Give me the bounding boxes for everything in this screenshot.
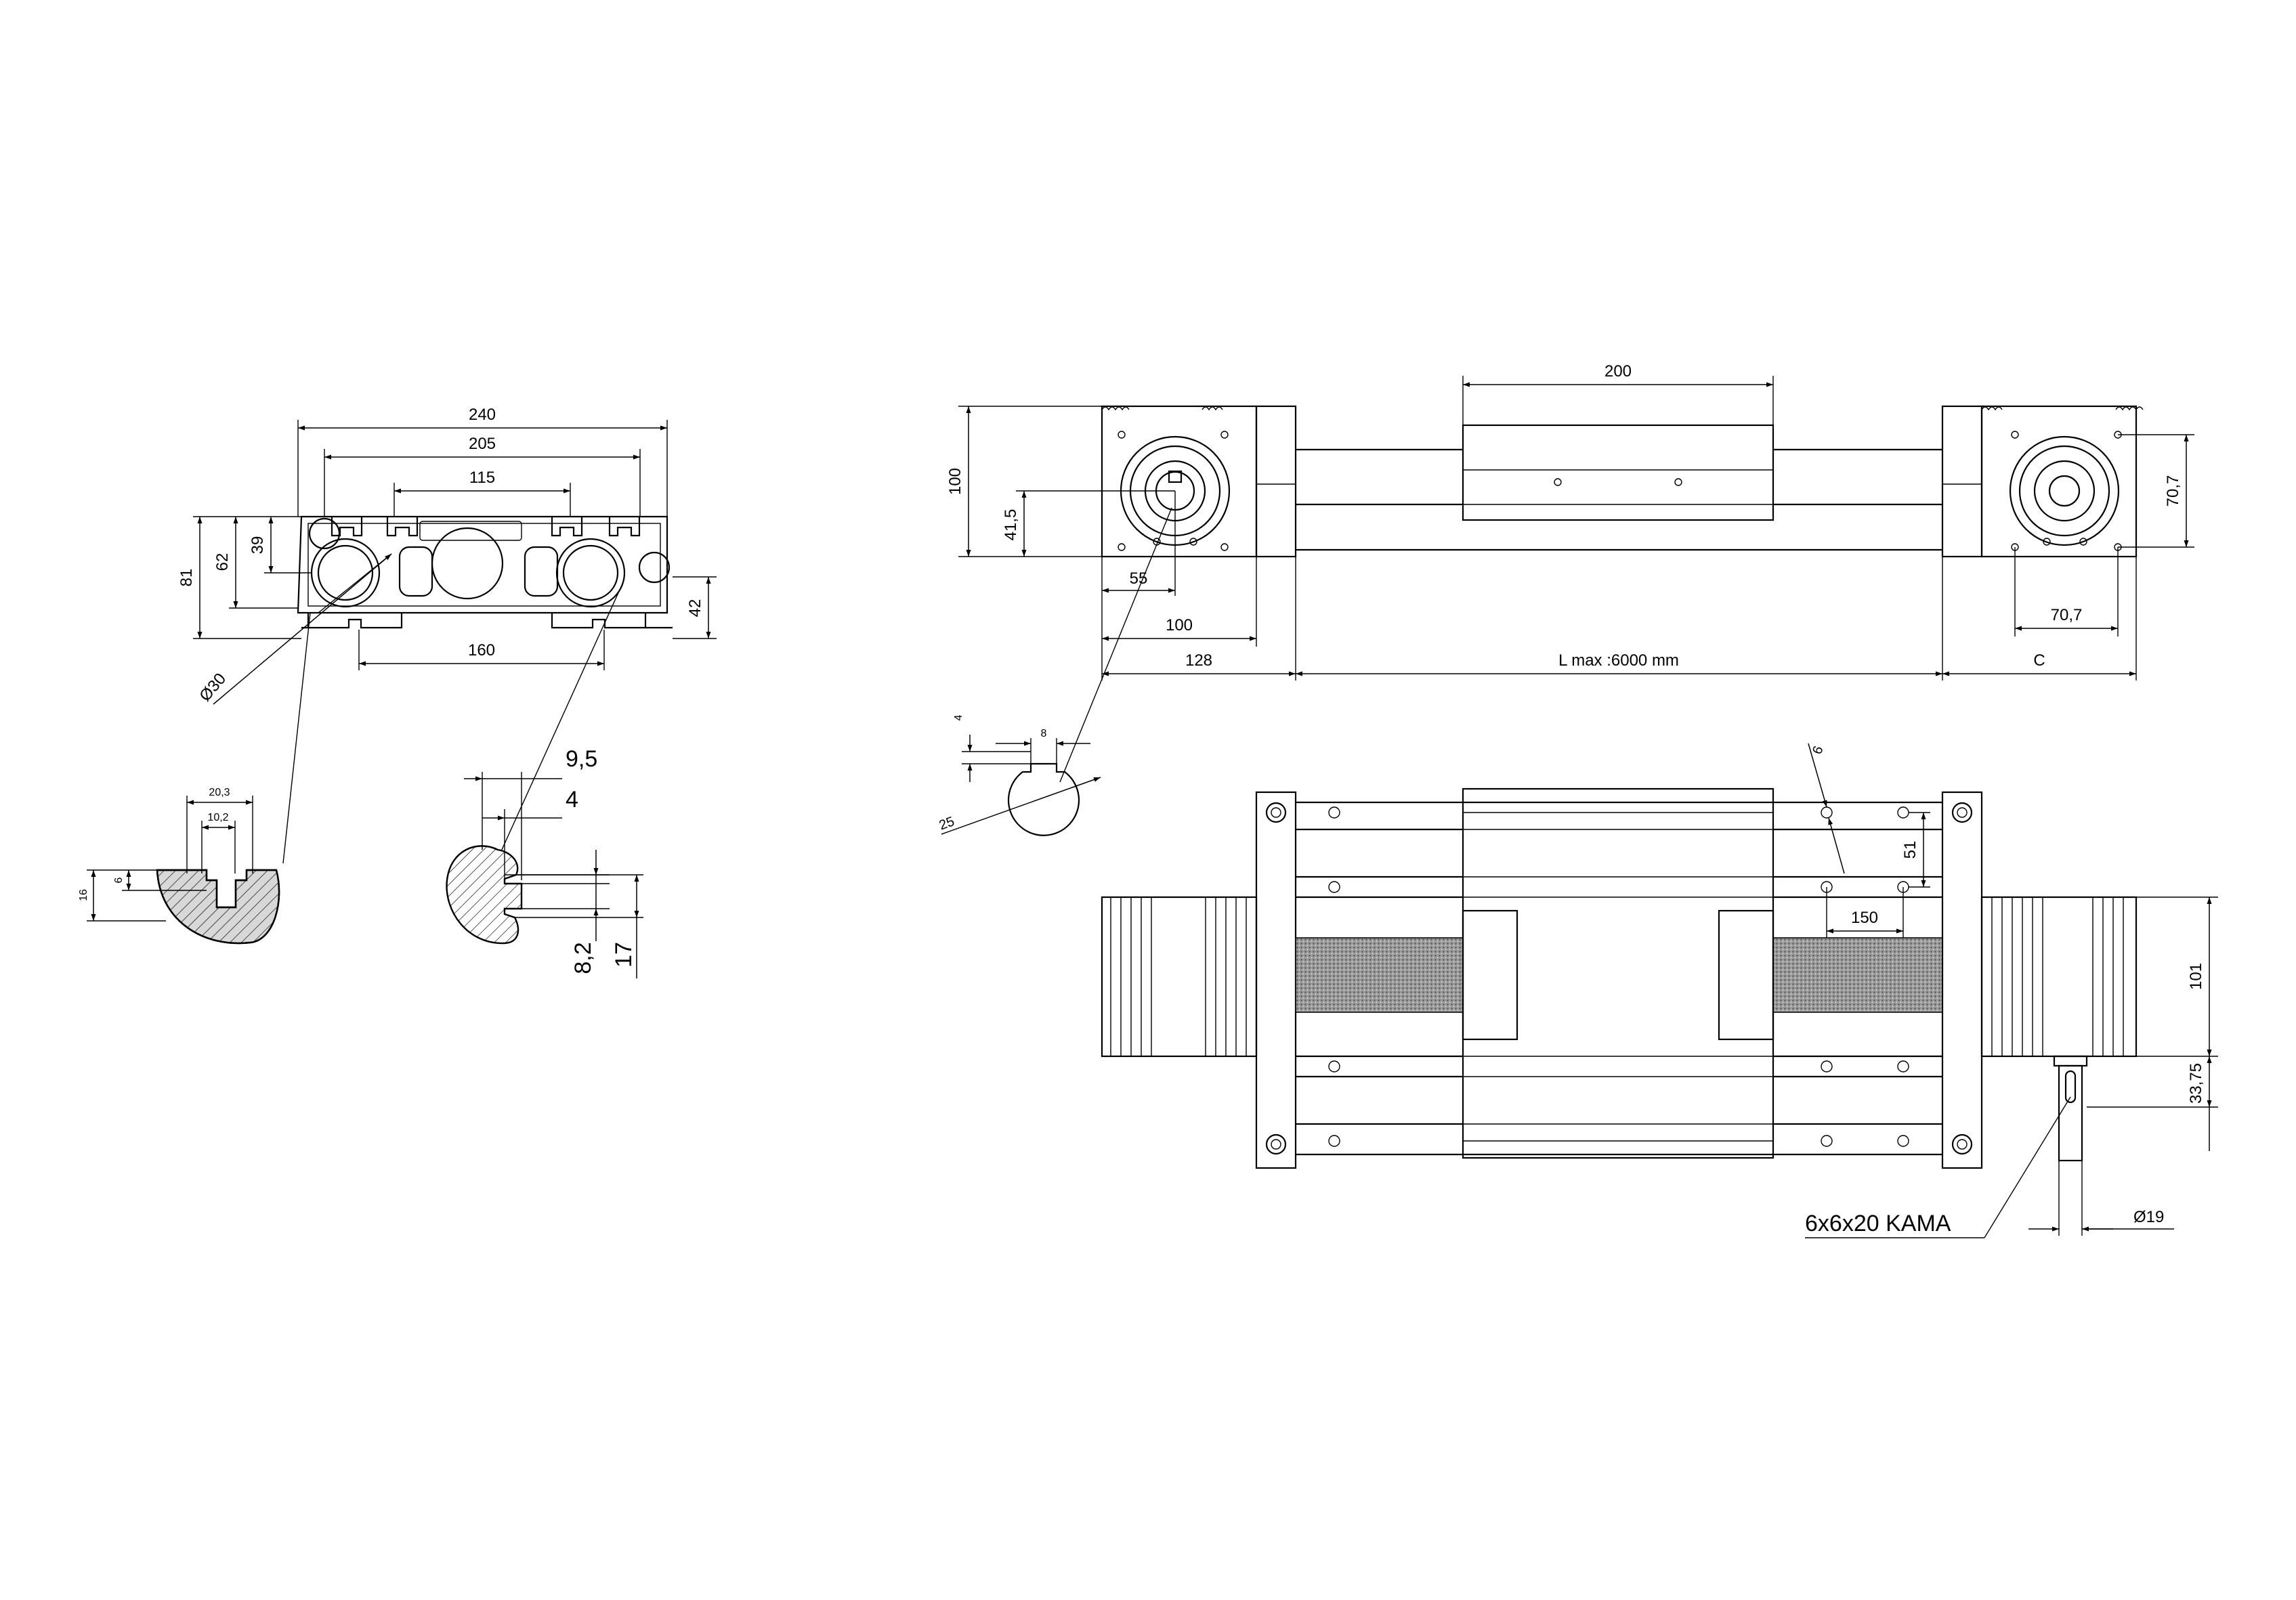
dim-4: 4	[566, 787, 578, 813]
dim-length: L max :6000 mm	[1558, 651, 1679, 670]
profile-dimensions: 240 205 115 81 62 39 42 160 Ø30	[177, 406, 717, 864]
top-view-dimensions: 6 51 150 101 33,75 Ø19 6x6x20 KAMA	[1805, 743, 2218, 1238]
key-label: 6x6x20 KAMA	[1805, 1211, 1951, 1236]
rail-detail: 9,5 4 8,2 17	[446, 746, 643, 978]
top-view	[1101, 787, 2138, 1169]
dim-200: 200	[1604, 362, 1632, 381]
dim-side-width-100: 100	[1166, 616, 1193, 634]
dim-42: 42	[686, 599, 704, 618]
dim-16: 16	[78, 889, 89, 901]
side-view	[1101, 405, 2144, 558]
dim-key-8: 8	[1041, 728, 1047, 739]
side-view-dimensions: 200 100 41,5 55 100 128 L max :6000 mm C…	[946, 362, 2194, 783]
dim-10-2: 10,2	[207, 812, 228, 823]
dim-81: 81	[177, 569, 196, 587]
dim-41-5: 41,5	[1002, 509, 1020, 541]
dim-hole-6: 6	[1810, 744, 1826, 756]
dim-70-7-h: 70,7	[2051, 606, 2083, 624]
dim-101: 101	[2187, 963, 2205, 990]
tslot-detail: 20,3 10,2 16 6	[78, 787, 280, 945]
dim-62: 62	[213, 553, 232, 571]
dim-20-3: 20,3	[209, 787, 230, 798]
dim-160: 160	[468, 641, 495, 660]
dim-205: 205	[469, 435, 496, 453]
dim-150: 150	[1851, 909, 1878, 927]
dim-33-75: 33,75	[2187, 1063, 2205, 1104]
dim-128: 128	[1185, 651, 1212, 670]
dim-dia30: Ø30	[196, 670, 230, 705]
dim-17: 17	[611, 942, 637, 968]
dim-55: 55	[1130, 569, 1148, 588]
dim-dia19: Ø19	[2133, 1208, 2164, 1226]
dim-39: 39	[249, 536, 267, 555]
dim-240: 240	[469, 406, 496, 424]
dim-115: 115	[469, 469, 495, 487]
dim-9-5: 9,5	[566, 746, 597, 772]
dim-8-2: 8,2	[570, 942, 596, 974]
dim-c: C	[2033, 651, 2045, 670]
dim-51: 51	[1901, 841, 1919, 859]
dim-6: 6	[113, 877, 125, 883]
dim-side-100: 100	[946, 468, 964, 495]
dim-key-4: 4	[953, 714, 964, 720]
key-detail: 4 8 25	[937, 714, 1101, 836]
profile-cross-section	[297, 515, 673, 629]
dim-70-7-v: 70,7	[2164, 475, 2182, 507]
